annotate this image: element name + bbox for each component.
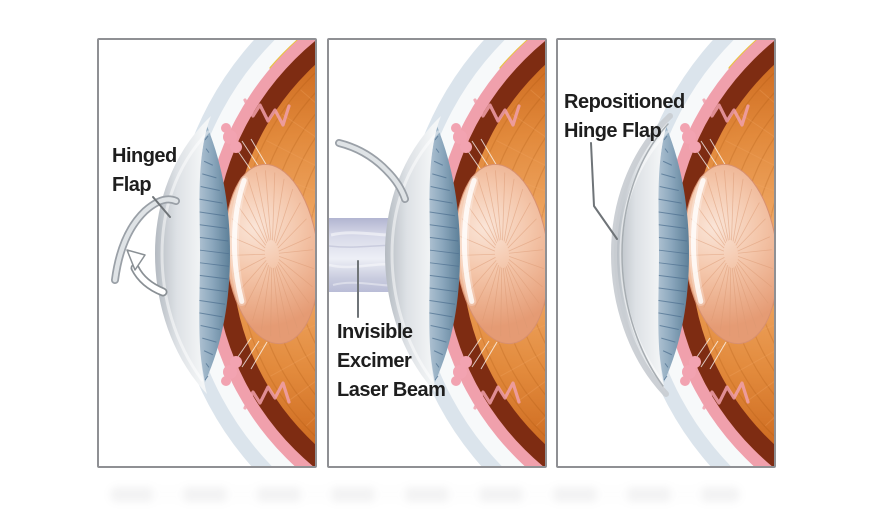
panel-flap-repositioned: Repositioned Hinge Flap	[556, 38, 776, 468]
eye-cross-section-illustration	[111, 40, 315, 466]
label-line: Laser Beam	[337, 379, 446, 401]
label-line: Excimer	[337, 350, 412, 372]
label-line: Flap	[112, 174, 152, 196]
lift-direction-arrow-icon	[126, 249, 168, 297]
label-hinged-flap: Hinged Flap	[112, 142, 177, 200]
panel-laser-ablation: Invisible Excimer Laser Beam	[327, 38, 547, 468]
label-line: Hinged	[112, 145, 177, 167]
corneal-flap-lifted-down	[111, 195, 180, 284]
leader-line	[152, 196, 171, 218]
corneal-flap-lifted-up	[335, 139, 409, 203]
eye-cross-section-illustration	[590, 40, 774, 466]
faint-watermark	[110, 487, 740, 502]
label-repositioned-hinge-flap: Repositioned Hinge Flap	[564, 88, 685, 146]
corneal-flap-repositioned	[610, 113, 673, 397]
label-line: Hinge Flap	[564, 120, 662, 142]
label-excimer-laser-beam: Invisible Excimer Laser Beam	[337, 318, 446, 405]
label-line: Invisible	[337, 321, 413, 343]
label-line: Repositioned	[564, 91, 685, 113]
eye-cross-section-illustration	[329, 40, 545, 466]
panel-flap-creation: Hinged Flap	[97, 38, 317, 468]
leader-line	[590, 142, 618, 240]
